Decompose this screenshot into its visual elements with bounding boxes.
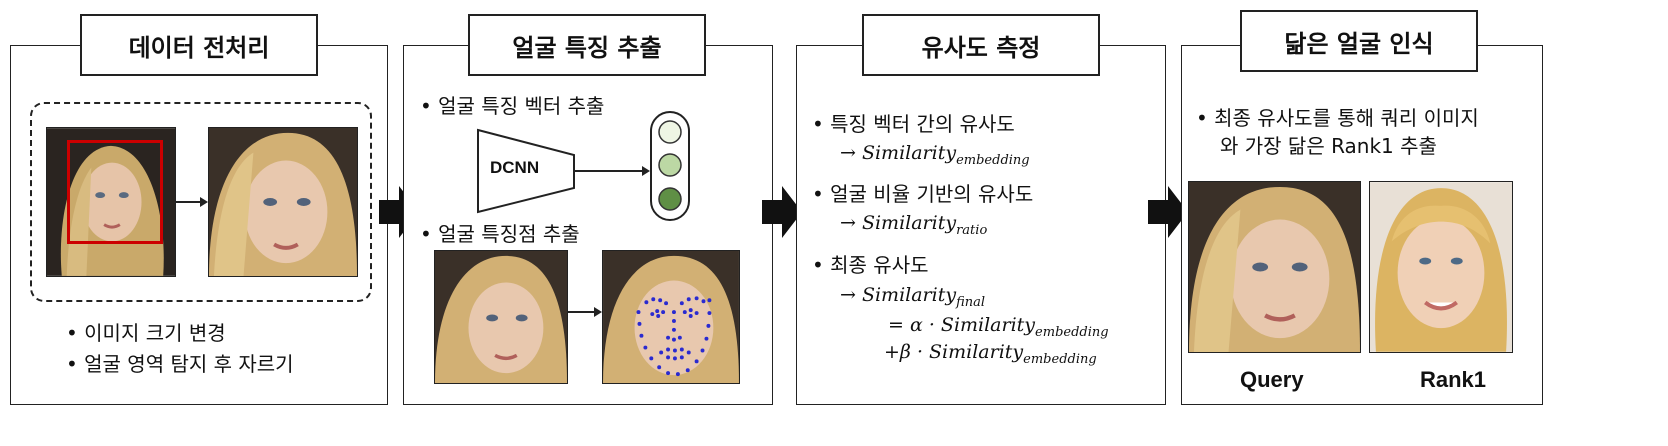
bullet-landmark: • 얼굴 특징점 추출	[420, 222, 580, 246]
face-image-aligned	[434, 250, 568, 384]
bullet-rank1-line1: • 최종 유사도를 통해 쿼리 이미지	[1196, 106, 1479, 130]
panel-similarity	[796, 45, 1166, 405]
panel-title-feature-extraction: 얼굴 특징 추출	[468, 14, 706, 76]
flow-arrow-3	[1148, 186, 1188, 238]
formula-final: → Similarityfinal	[840, 284, 986, 310]
dashed-group	[30, 102, 372, 302]
panel-title-similarity: 유사도 측정	[862, 14, 1100, 76]
flow-arrow-2	[762, 186, 802, 238]
arrow-landmark	[568, 307, 602, 317]
panel-title-preprocessing: 데이터 전처리	[80, 14, 318, 76]
query-image	[1188, 181, 1361, 353]
caption-query: Query	[1240, 367, 1304, 392]
caption-rank1: Rank1	[1420, 367, 1487, 392]
dcnn-label: DCNN	[490, 158, 540, 177]
bullet-resize: • 이미지 크기 변경	[66, 321, 226, 345]
bullet-embedding-sim: • 특징 벡터 간의 유사도	[812, 112, 1015, 136]
formula-final-alpha: = α · Similarityembedding	[888, 314, 1109, 340]
dcnn-network	[477, 111, 690, 221]
bullet-final-sim: • 최종 유사도	[812, 253, 929, 277]
face-image-landmarks	[602, 250, 740, 384]
formula-embedding: → Similarityembedding	[840, 142, 1030, 168]
formula-final-beta: +β · Similarityembedding	[884, 341, 1097, 367]
bullet-ratio-sim: • 얼굴 비율 기반의 유사도	[812, 182, 1034, 206]
face-image-cropped	[208, 127, 358, 277]
bullet-feature-vector: • 얼굴 특징 벡터 추출	[420, 94, 605, 118]
bullet-crop: • 얼굴 영역 탐지 후 자르기	[66, 352, 294, 376]
arrow-crop	[176, 197, 208, 207]
panel-title-recognition: 닮은 얼굴 인식	[1240, 10, 1478, 72]
rank1-image	[1369, 181, 1513, 353]
formula-ratio: → Similarityratio	[840, 212, 988, 238]
detection-box	[67, 140, 163, 244]
bullet-rank1-line2: 와 가장 닮은 Rank1 추출	[1220, 134, 1437, 158]
